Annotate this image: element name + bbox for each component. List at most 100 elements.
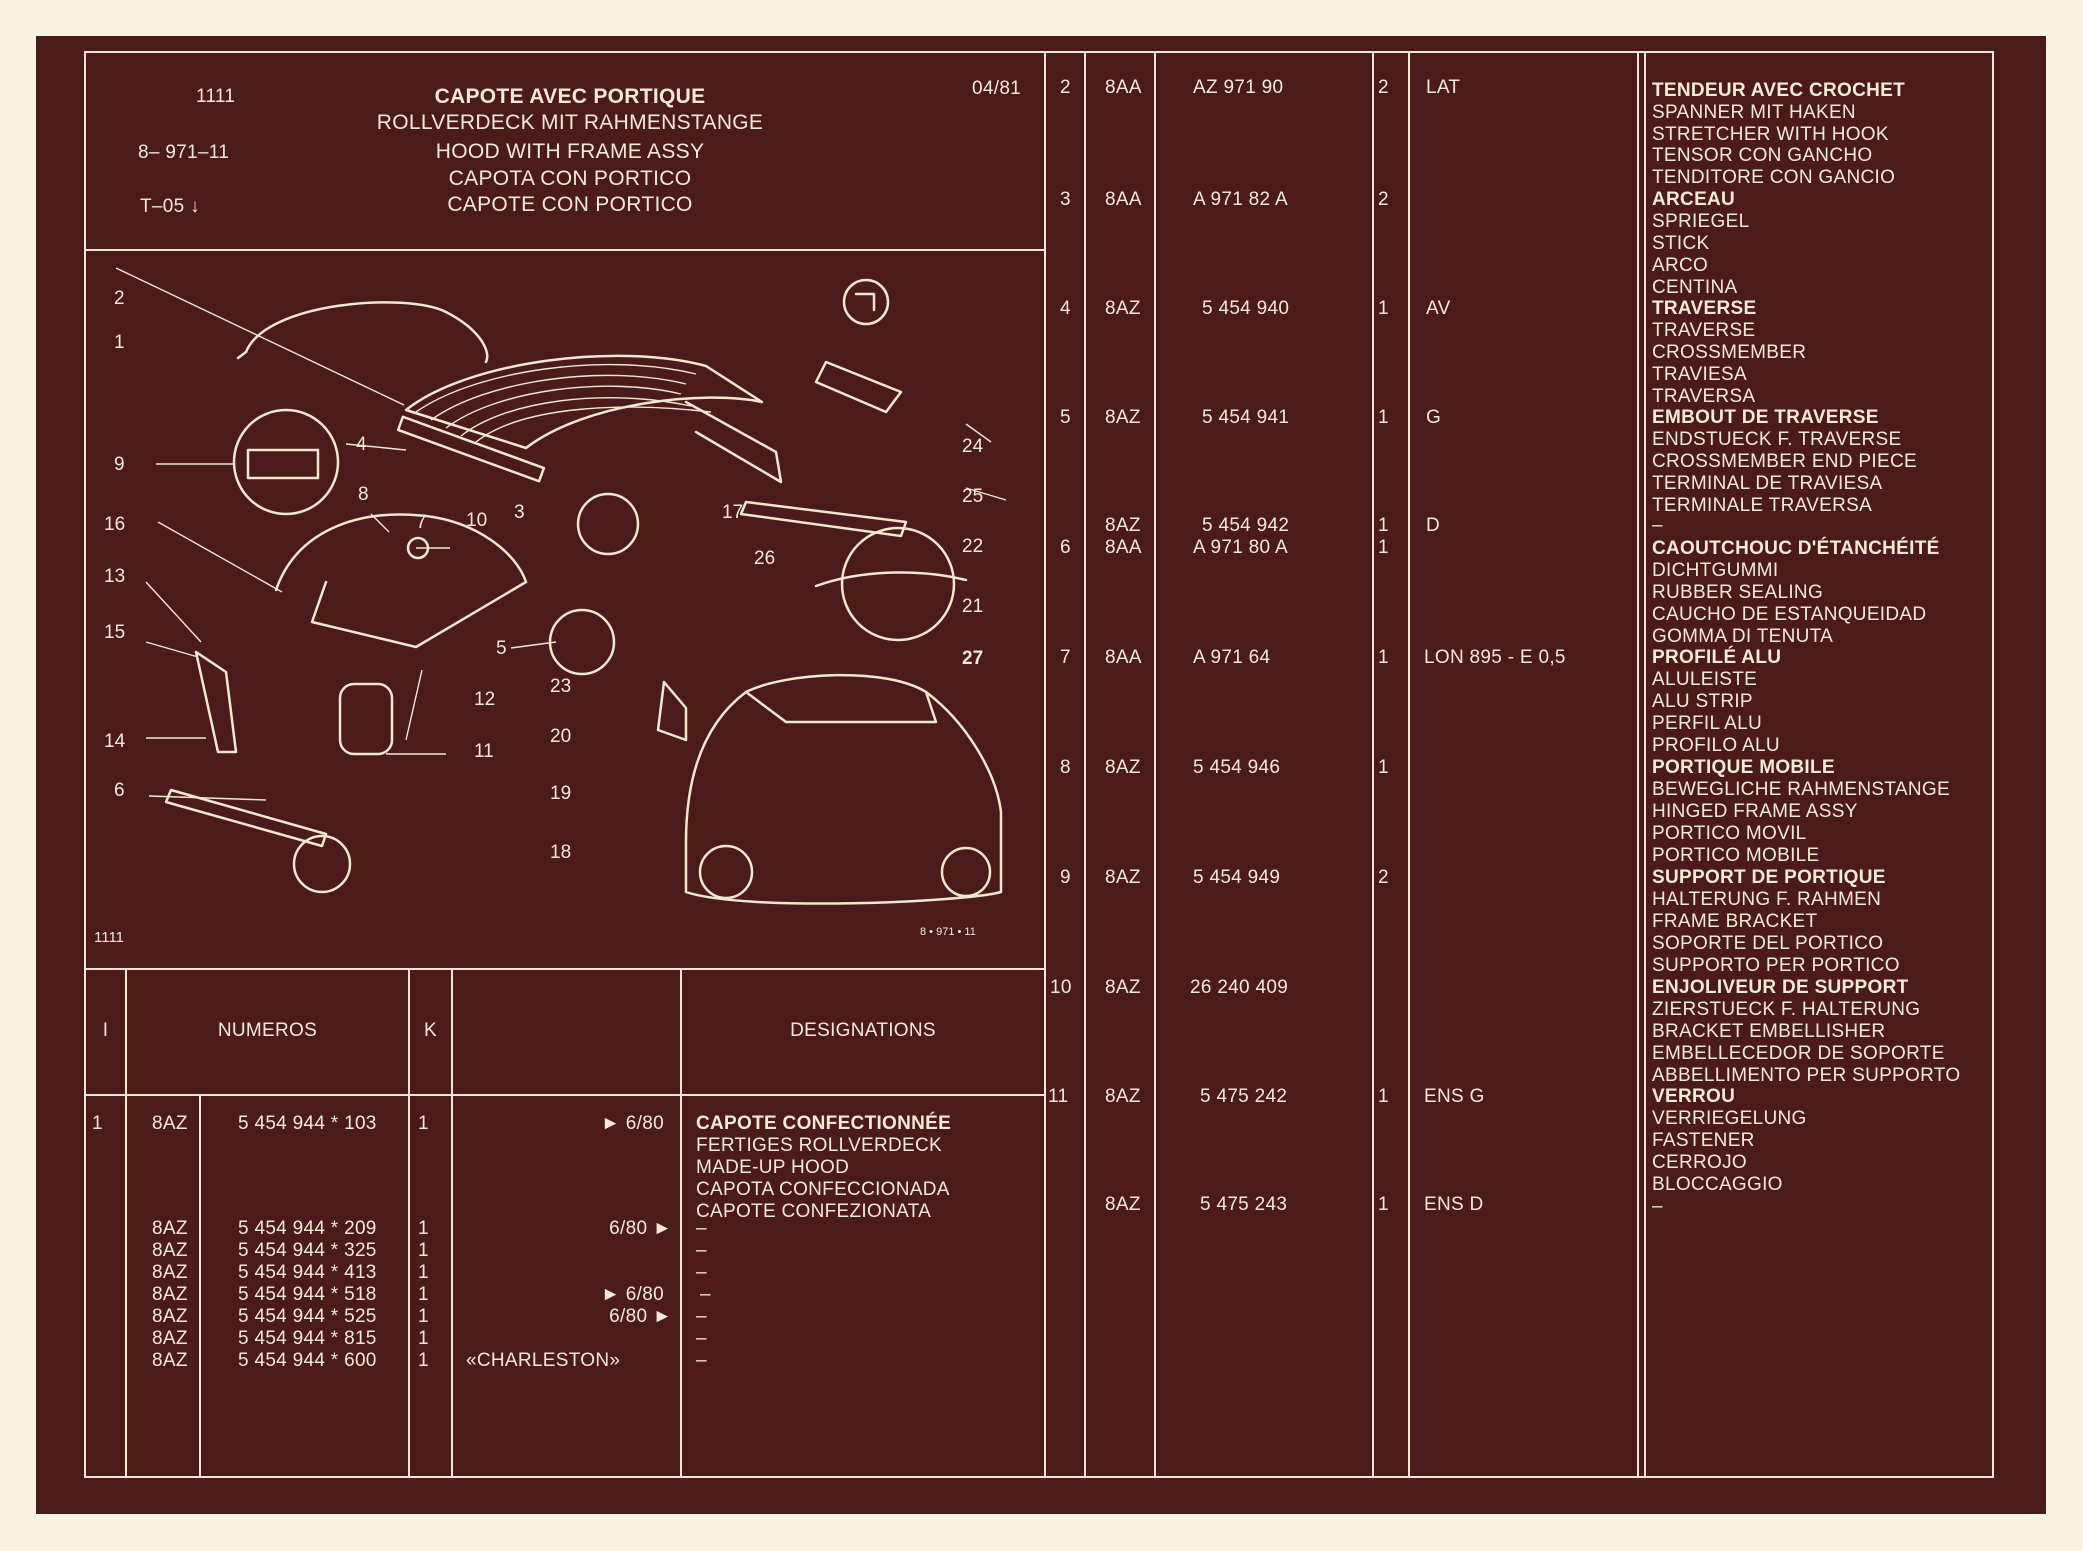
variant-group: 8AZ: [152, 1284, 188, 1305]
callout-23: 23: [550, 676, 571, 697]
part-index: 11: [1048, 1086, 1069, 1107]
model-code: T–05 ↓: [140, 196, 200, 217]
issue-date: 04/81: [972, 78, 1022, 99]
callout-15: 15: [104, 622, 125, 643]
inset-circle: [548, 608, 616, 676]
arrow-down-icon: ↓: [190, 196, 200, 217]
part-index: 7: [1060, 647, 1071, 668]
title-es: CAPOTA CON PORTICO: [448, 167, 692, 190]
part-number: A 971 80 A: [1193, 537, 1288, 558]
part-number: A 971 64: [1193, 647, 1271, 668]
variant-number: 5 454 944 * 815: [238, 1328, 377, 1349]
col-line: [1644, 51, 1646, 1478]
variant-group: 8AZ: [152, 1328, 188, 1349]
part-name-es: TERMINAL DE TRAVIESA: [1652, 473, 1883, 494]
part-note: LON 895 - E 0,5: [1424, 647, 1566, 668]
inset-profile: [854, 292, 876, 312]
col-line: [199, 1096, 201, 1478]
callout-27: 27: [962, 648, 983, 669]
ref-number: 8– 971–11: [138, 142, 230, 163]
part-number: 5 454 940: [1202, 298, 1290, 319]
part-name-it: SUPPORTO PER PORTICO: [1652, 955, 1900, 976]
callout-16: 16: [104, 514, 125, 535]
part-name-es: ARCO: [1652, 255, 1709, 276]
part-note: ENS G: [1424, 1086, 1485, 1107]
part-note: AV: [1426, 298, 1451, 319]
film-slide: [36, 36, 2046, 1514]
part-qty: 1: [1378, 407, 1389, 428]
part-qty: 1: [1378, 1194, 1389, 1215]
part-name-it: GOMMA DI TENUTA: [1652, 626, 1834, 647]
callout-18: 18: [550, 842, 571, 863]
variant-qty: 1: [418, 1218, 429, 1239]
part-index: 10: [1050, 977, 1072, 998]
callout-5: 5: [496, 638, 507, 659]
inset-circle: [576, 492, 640, 556]
part-number: 5 475 242: [1200, 1086, 1288, 1107]
part-name-fr: ARCEAU: [1652, 189, 1736, 210]
end-piece-illustration: [814, 360, 903, 414]
variant-group: 8AZ: [152, 1240, 188, 1261]
part-name-de: ZIERSTUECK F. HALTERUNG: [1652, 999, 1921, 1020]
part-qty: 1: [1378, 537, 1389, 558]
part-name-de: ENDSTUECK F. TRAVERSE: [1652, 429, 1902, 450]
part-name-en: HINGED FRAME ASSY: [1652, 801, 1858, 822]
variant-group: 8AZ: [152, 1218, 188, 1239]
variant-dash: –: [696, 1240, 707, 1261]
part-name-fr: PORTIQUE MOBILE: [1652, 757, 1835, 778]
part-name-es: CAUCHO DE ESTANQUEIDAD: [1652, 604, 1927, 625]
col-line: [1408, 51, 1410, 1478]
part-name-en: BRACKET EMBELLISHER: [1652, 1021, 1886, 1042]
part-number: 5 454 949: [1193, 867, 1281, 888]
part-name-fr: PROFILÉ ALU: [1652, 647, 1782, 668]
variant-qty: 1: [418, 1350, 429, 1371]
part-name-dash: –: [1652, 1196, 1663, 1217]
frame-bracket-illustration: [246, 448, 320, 480]
row1-number: 5 454 944 * 103: [238, 1113, 377, 1134]
part-group: 8AA: [1105, 189, 1142, 210]
part-name-en: CROSSMEMBER END PIECE: [1652, 451, 1917, 472]
part-name-fr: TRAVERSE: [1652, 298, 1757, 319]
variant-number: 5 454 944 * 518: [238, 1284, 377, 1305]
page-code: 1111: [196, 86, 236, 107]
part-index: 8: [1060, 757, 1071, 778]
part-name-es: TRAVIESA: [1652, 364, 1747, 385]
title-fr: CAPOTE AVEC PORTIQUE: [434, 85, 706, 108]
part-group: 8AZ: [1105, 1194, 1141, 1215]
part-name-fr: TENDEUR AVEC CROCHET: [1652, 80, 1906, 101]
alu-strip-illustration: [814, 571, 968, 588]
variant-note: 6/80 ►: [609, 1306, 672, 1327]
drawing-corner-code: 1111: [94, 929, 124, 946]
leader-lines: [115, 267, 1007, 801]
part-number: AZ 971 90: [1193, 77, 1284, 98]
col-line: [680, 970, 682, 1478]
part-index: 5: [1060, 407, 1071, 428]
inset-circle: [842, 278, 890, 326]
part-qty: 1: [1378, 757, 1389, 778]
row1-index: 1: [92, 1113, 103, 1134]
row1-qty: 1: [418, 1113, 429, 1134]
part-group: 8AZ: [1105, 757, 1141, 778]
variant-note: «CHARLESTON»: [466, 1350, 621, 1371]
variant-number: 5 454 944 * 413: [238, 1262, 377, 1283]
callout-26: 26: [754, 548, 775, 569]
callout-22: 22: [962, 536, 983, 557]
part-note: ENS D: [1424, 1194, 1484, 1215]
part-qty: 1: [1378, 298, 1389, 319]
variant-qty: 1: [418, 1306, 429, 1327]
variant-note: 6/80 ►: [609, 1218, 672, 1239]
seal-profile-illustration: [164, 788, 328, 848]
crossmember-illustration: [396, 415, 546, 483]
callout-17: 17: [722, 502, 743, 523]
variant-number: 5 454 944 * 209: [238, 1218, 377, 1239]
row1-name-en: MADE-UP HOOD: [696, 1157, 850, 1178]
part-name-fr: EMBOUT DE TRAVERSE: [1652, 407, 1879, 428]
variant-dash: –: [696, 1350, 707, 1371]
frame-arms: [310, 580, 528, 649]
part-name-de: TRAVERSE: [1652, 320, 1756, 341]
part-group: 8AA: [1105, 77, 1142, 98]
hood-canvas-illustration: [404, 354, 783, 484]
title-de: ROLLVERDECK MIT RAHMENSTANGE: [376, 111, 764, 134]
part-index: 4: [1060, 298, 1071, 319]
tensioner-hook-illustration: [244, 301, 489, 364]
